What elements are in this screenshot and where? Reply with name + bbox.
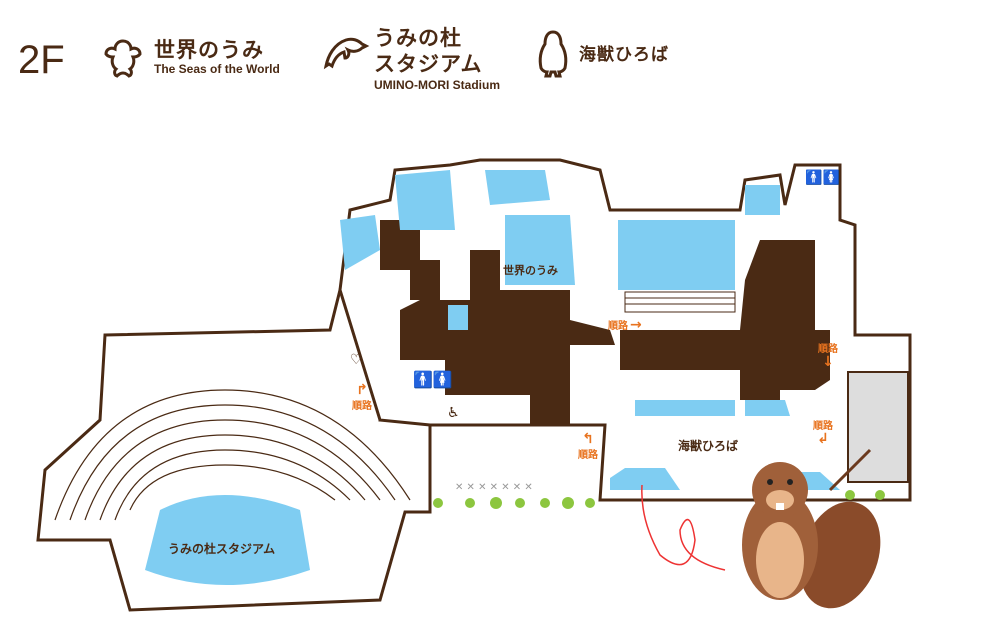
route-arrow-icon: ↰: [582, 431, 594, 447]
stadium-seating: [54, 389, 411, 521]
map-label-seas: 世界のうみ: [503, 264, 558, 277]
map-label-stadium: うみの杜スタジアム: [168, 542, 276, 556]
floor-label: 2F: [18, 38, 65, 82]
plants: [433, 490, 885, 509]
tank-4: [618, 220, 735, 290]
legend-stadium-en: UMINO-MORI Stadium: [374, 78, 500, 92]
legend-stadium-jp-1: うみの杜: [374, 26, 462, 50]
route-marker-5: 順路 ↲: [813, 417, 833, 446]
tank-5: [745, 185, 780, 215]
tank-6: [448, 305, 468, 330]
aed-icon: ♡: [350, 352, 363, 368]
restroom-icon: 🚹🚺: [413, 370, 453, 389]
seas-dark-area: [400, 250, 615, 425]
tank-seas-main: [505, 215, 575, 285]
tank-7: [635, 400, 735, 416]
route-marker-1: ↱ 順路: [352, 383, 372, 412]
legend-seas: 世界のうみ The Seas of the World: [100, 34, 300, 84]
plaza-stands: [624, 291, 736, 313]
plaza-dark-area: [620, 240, 830, 400]
route-label: 順路: [608, 321, 628, 332]
route-label: 順路: [818, 344, 838, 355]
fence-marks: ✕ ✕ ✕ ✕ ✕ ✕ ✕: [455, 482, 533, 493]
tank-3: [485, 170, 550, 205]
pool-plaza-1: [610, 468, 680, 490]
rock-area: [847, 371, 909, 483]
tank-2: [395, 170, 455, 230]
beaver-mascot: [742, 448, 881, 609]
restroom-icon: 🚹🚺: [805, 170, 840, 186]
route-arrow-icon: ↲: [817, 431, 829, 447]
tank-8: [745, 400, 790, 416]
red-annotation: [641, 484, 726, 571]
map-label-plaza: 海獣ひろば: [678, 439, 739, 453]
svg-text:✕ ✕ ✕ ✕ ✕ ✕ ✕: ✕ ✕ ✕ ✕ ✕ ✕ ✕: [455, 482, 533, 493]
legend-stadium: うみの杜 スタジアム UMINO-MORI Stadium: [320, 20, 520, 95]
route-marker-2: 順路 →: [608, 316, 642, 333]
route-arrow-icon: →: [630, 316, 642, 333]
route-label: 順路: [352, 401, 372, 412]
dolphin-icon: [323, 37, 370, 70]
wheelchair-icon: ♿: [447, 405, 460, 421]
route-arrow-icon: ↓: [822, 354, 834, 370]
legend-stadium-jp-2: スタジアム: [374, 52, 483, 76]
stadium-pool: [145, 495, 310, 585]
route-label: 順路: [578, 450, 598, 461]
route-arrow-icon: ↱: [356, 382, 368, 398]
route-label: 順路: [813, 421, 833, 432]
turtle-icon: [104, 39, 142, 78]
legend-seas-jp: 世界のうみ: [154, 38, 264, 62]
route-marker-4: ↰ 順路: [578, 432, 598, 461]
legend-seas-en: The Seas of the World: [154, 62, 280, 76]
route-marker-3: 順路 ↓: [818, 340, 838, 369]
legend-plaza: 海獣ひろば: [535, 28, 705, 78]
tank-1: [340, 215, 380, 270]
penguin-icon: [538, 30, 568, 78]
legend-plaza-jp: 海獣ひろば: [579, 45, 669, 65]
